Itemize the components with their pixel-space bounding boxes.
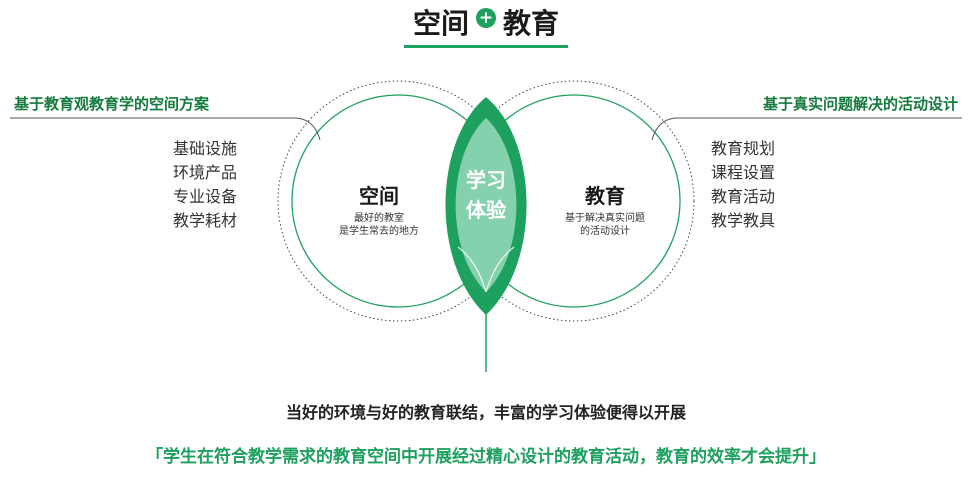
title-space: 空间: [412, 7, 469, 40]
space-title: 空间: [359, 184, 399, 208]
page-title: 空间 + 教育: [0, 2, 972, 42]
summary-text: 当好的环境与好的教育联结，丰富的学习体验便得以开展: [285, 403, 686, 422]
space-subtitle-1: 最好的教室: [354, 213, 404, 224]
leaf-line-2: 体验: [466, 198, 506, 222]
leaf-vein-right: [485, 246, 515, 293]
space-label-group: 空间 最好的教室 是学生常去的地方: [318, 180, 440, 238]
leaf-line-1: 学习: [466, 168, 506, 192]
plus-icon: +: [476, 8, 496, 28]
list-item: 课程设置: [711, 163, 776, 182]
quote-text: 「学生在符合教学需求的教育空间中开展经过精心设计的教育活动，教育的效率才会提升」: [146, 447, 826, 467]
left-connector-line: [10, 117, 321, 141]
education-label-group: 教育 基于解决真实问题 的活动设计: [544, 180, 666, 238]
right-heading: 基于真实问题解决的活动设计: [762, 95, 958, 113]
right-connector-line: [651, 117, 962, 141]
list-item: 教学教具: [711, 211, 776, 230]
list-item: 教学耗材: [173, 211, 238, 230]
list-item: 教育规划: [711, 139, 776, 158]
list-item: 专业设备: [173, 187, 238, 206]
leaf-inner: [455, 118, 517, 292]
education-title: 教育: [585, 184, 625, 208]
list-item: 环境产品: [173, 163, 238, 182]
leaf-vein-left: [457, 246, 487, 293]
right-item-list: 教育规划 课程设置 教育活动 教学教具: [711, 137, 775, 233]
education-subtitle-1: 基于解决真实问题: [565, 213, 645, 224]
education-subtitle-2: 的活动设计: [580, 226, 630, 237]
left-heading: 基于教育观教育学的空间方案: [14, 95, 210, 113]
leaf-label: 学习 体验: [446, 165, 526, 225]
space-subtitle-2: 是学生常去的地方: [339, 226, 419, 237]
title-underline: [404, 45, 568, 48]
list-item: 教育活动: [711, 187, 776, 206]
title-education: 教育: [503, 7, 560, 40]
list-item: 基础设施: [173, 139, 238, 158]
left-item-list: 基础设施 环境产品 专业设备 教学耗材: [173, 137, 237, 233]
